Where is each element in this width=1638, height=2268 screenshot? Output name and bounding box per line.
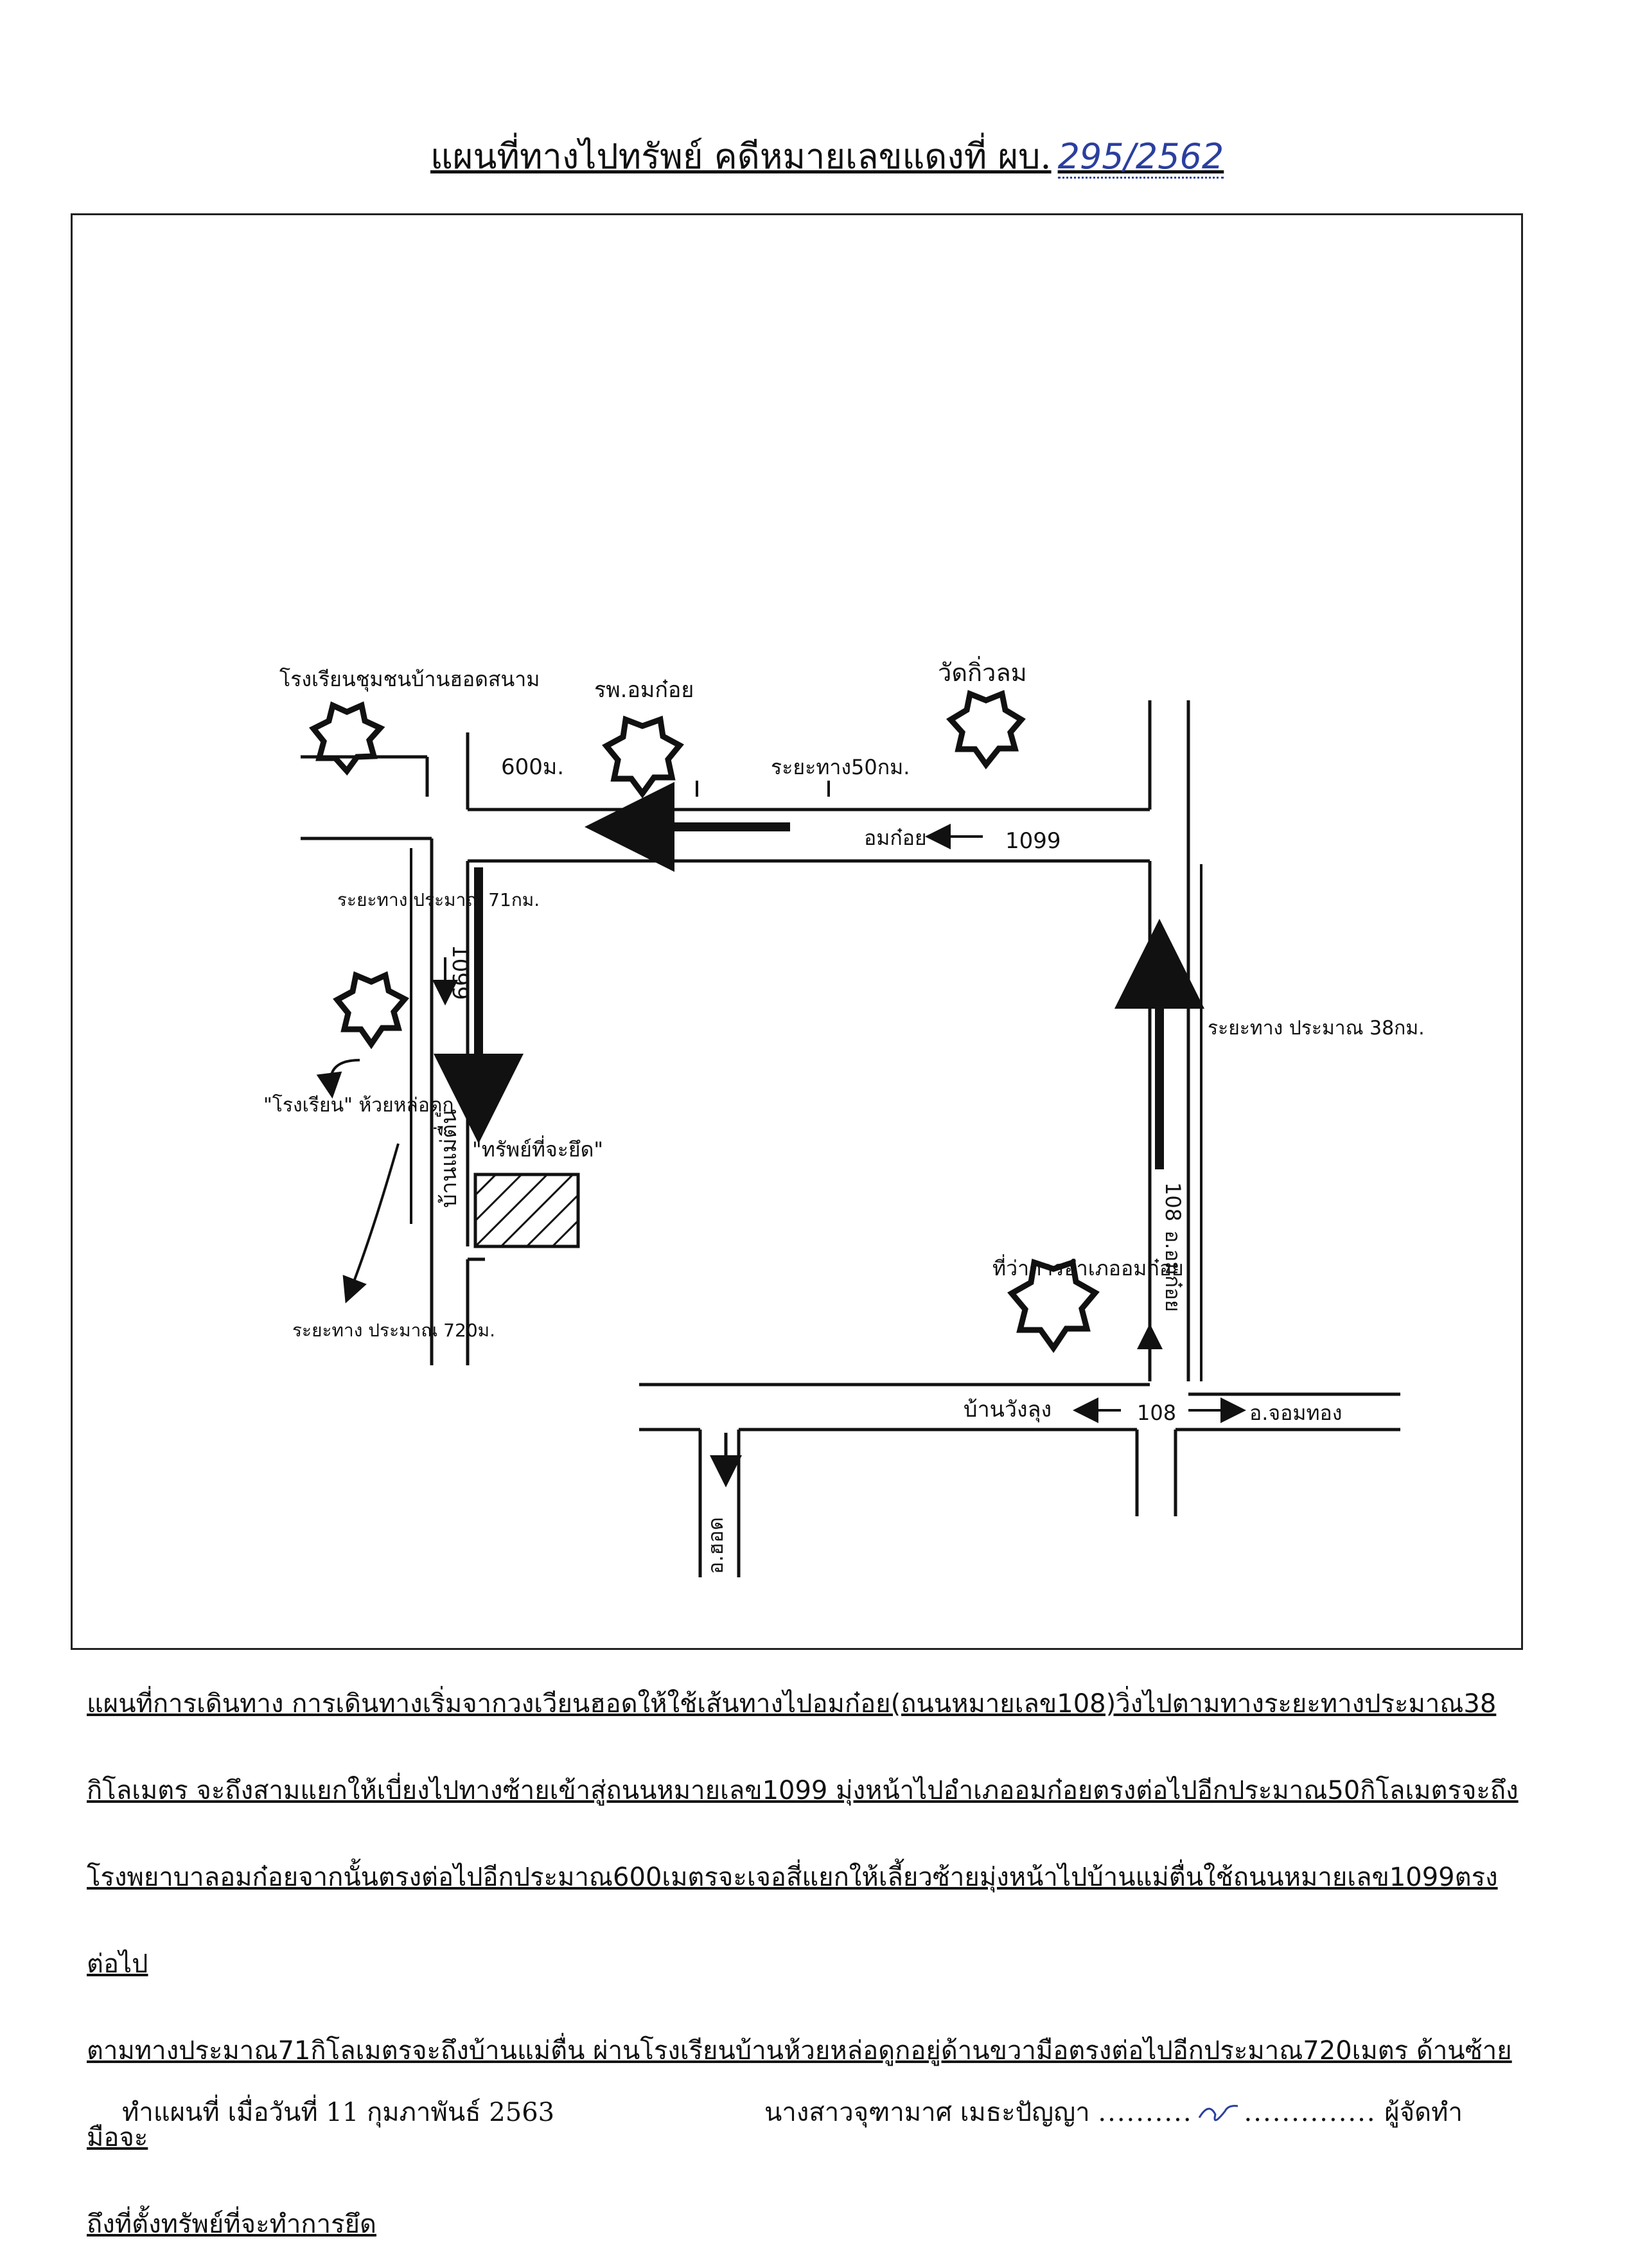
route-description: แผนที่การเดินทาง การเดินทางเริ่มจากวงเวี…: [87, 1661, 1519, 2268]
made-on-date: ทำแผนที่ เมื่อวันที่ 11 กุมภาพันธ์ 2563: [122, 2098, 555, 2127]
arrow-to-720m: [342, 1143, 400, 1304]
label-omkoi-right: อ.อมก๋อย: [1161, 1230, 1185, 1312]
label-wong-lung: บ้านวังลุง: [964, 1397, 1052, 1422]
label-hospital: รพ.อมก๋อย: [594, 677, 694, 703]
label-mae-tuen: บ้านแม่ตื่น: [434, 1109, 462, 1208]
label-1099-top: 1099: [1005, 828, 1061, 854]
label-38km: ระยะทาง ประมาณ 38กม.: [1208, 1017, 1425, 1040]
signature-line-after: ..............: [1244, 2098, 1377, 2127]
label-property: "ทรัพย์ที่จะยึด": [472, 1135, 603, 1162]
hospital-icon: [602, 715, 684, 799]
label-50km: ระยะทาง50กม.: [771, 755, 910, 779]
page-title: แผนที่ทางไปทรัพย์ คดีหมายเลขแดงที่ ผบ.29…: [430, 128, 1224, 184]
temple-icon: [946, 689, 1026, 770]
label-omkoi-top: อมก๋อย: [864, 826, 927, 850]
signature-line: ..........: [1098, 2098, 1193, 2127]
school-top-left-icon: [309, 701, 385, 776]
school-left-icon: [333, 971, 410, 1049]
label-hot: อ.ฮอด: [703, 1517, 728, 1574]
map-frame: [71, 213, 1523, 1650]
desc-line-4: ตามทางประมาณ71กิโลเมตรจะถึงบ้านแม่ตื่น ผ…: [87, 2036, 1512, 2152]
label-chom-thong: อ.จอมทอง: [1249, 1401, 1342, 1425]
preparer-block: นางสาวจุฑามาศ เมธะปัญญา ................…: [764, 2091, 1463, 2132]
title-text: แผนที่ทางไปทรัพย์ คดีหมายเลขแดงที่ ผบ.: [430, 136, 1052, 177]
label-temple: วัดกิ่วลม: [938, 656, 1027, 687]
desc-line-1: แผนที่การเดินทาง การเดินทางเริ่มจากวงเวี…: [87, 1689, 1497, 1719]
label-720m: ระยะทาง ประมาณ 720ม.: [292, 1320, 495, 1341]
label-1099-left: 1099: [447, 944, 473, 1000]
district-office-icon: [1007, 1259, 1100, 1353]
label-71km: ระยะทาง ประมาณ 71กม.: [337, 889, 540, 910]
desc-line-5: ถึงที่ตั้งทรัพย์ที่จะทำการยึด: [87, 2210, 376, 2239]
arrow-school-label: [316, 1059, 360, 1099]
case-number: 295/2562: [1057, 136, 1224, 179]
label-600m: 600ม.: [501, 754, 564, 780]
desc-line-3: โรงพยาบาลอมก๋อยจากนั้นตรงต่อไปอีกประมาณ6…: [87, 1863, 1498, 1979]
property-parcel: [473, 1173, 580, 1248]
label-108-bottom: 108: [1137, 1401, 1176, 1425]
label-school-top-left: โรงเรียนชุมชนบ้านฮอดสนาม: [279, 667, 540, 692]
label-school-left: "โรงเรียน" ห้วยหล่อดูก: [263, 1094, 454, 1117]
signature-icon: [1198, 2105, 1238, 2122]
preparer-name: นางสาวจุฑามาศ เมธะปัญญา: [764, 2098, 1090, 2127]
label-108-right: 108: [1161, 1182, 1185, 1221]
label-district-office: ที่ว่าการอำเภออมก๋อย: [992, 1254, 1184, 1280]
preparer-role: ผู้จัดทำ: [1384, 2098, 1463, 2127]
desc-line-2: กิโลเมตร จะถึงสามแยกให้เบี่ยงไปทางซ้ายเข…: [87, 1776, 1519, 1805]
